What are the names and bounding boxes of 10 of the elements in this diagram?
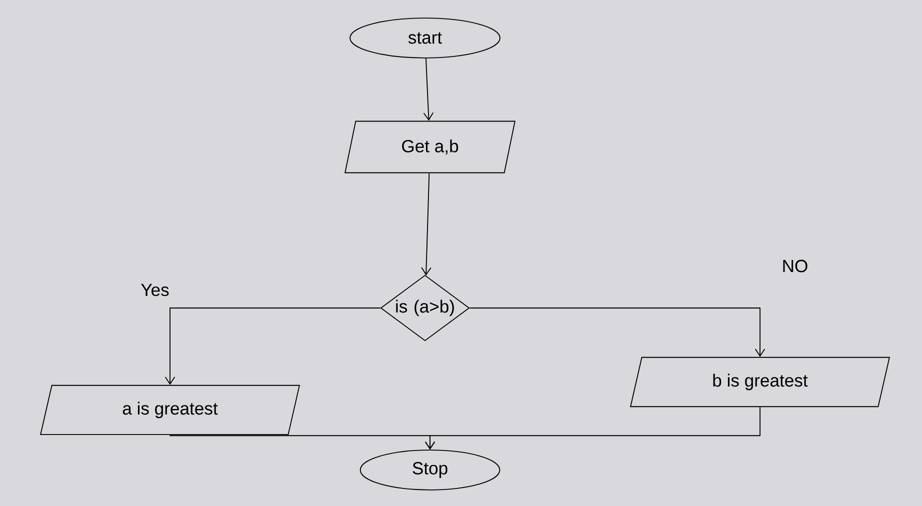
arrow xyxy=(423,58,434,121)
edge-label: Yes xyxy=(141,284,169,296)
edge-label: NO xyxy=(783,260,808,272)
terminal-oval: Stop xyxy=(360,450,500,490)
arrow xyxy=(469,308,766,357)
arrow xyxy=(424,406,760,450)
terminal-oval: start xyxy=(350,18,500,58)
arrow xyxy=(421,172,432,276)
arrow xyxy=(164,308,381,385)
input-output-parallelogram: Get a,b xyxy=(344,120,516,174)
